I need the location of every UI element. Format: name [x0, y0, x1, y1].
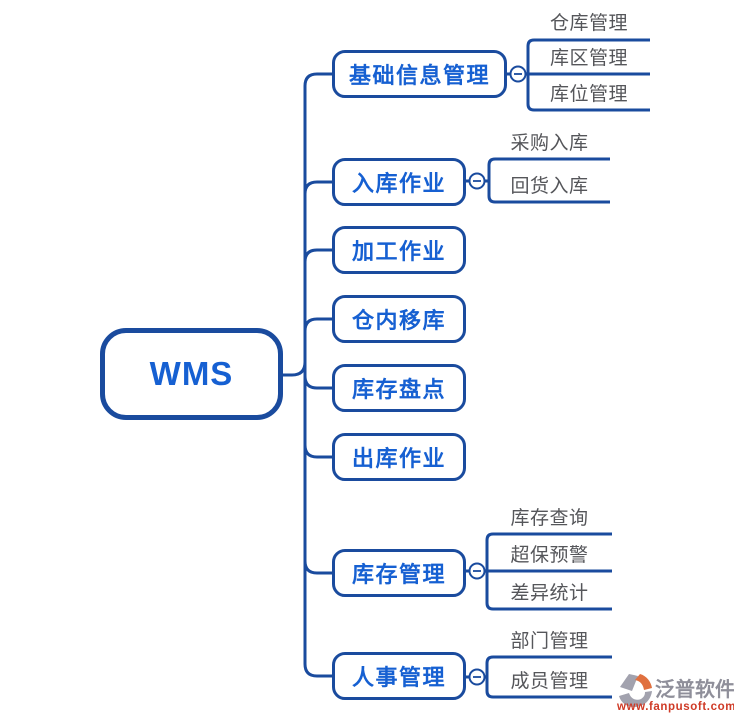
branch-node-hr[interactable]: 人事管理	[332, 652, 466, 700]
branch-elbow	[303, 560, 332, 575]
child-node-expiry-warning[interactable]: 超保预警	[510, 545, 589, 566]
root-node-wms[interactable]: WMS	[100, 328, 283, 420]
child-node-location-mgmt[interactable]: 库位管理	[549, 84, 628, 105]
branch-elbow	[303, 375, 332, 390]
root-connector	[283, 361, 307, 377]
fanpu-logo-brand-text: 泛普软件	[655, 679, 734, 701]
branch-elbow	[303, 444, 332, 459]
fanpu-logo: 泛普软件 www.fanpusoft.com	[617, 671, 734, 715]
child-node-zone-mgmt[interactable]: 库区管理	[549, 48, 628, 69]
child-node-return-inbound[interactable]: 回货入库	[510, 176, 589, 197]
child-bracket	[485, 655, 612, 699]
child-bracket	[487, 157, 610, 204]
child-bracket	[526, 38, 650, 112]
branch-node-transfer[interactable]: 仓内移库	[332, 295, 466, 343]
branch-elbow	[303, 180, 332, 195]
child-node-warehouse-mgmt[interactable]: 仓库管理	[549, 13, 628, 34]
collapse-icon-hr[interactable]	[468, 668, 486, 686]
branch-node-processing[interactable]: 加工作业	[332, 226, 466, 274]
branch-node-stocktake[interactable]: 库存盘点	[332, 364, 466, 412]
fanpu-logo-icon	[619, 674, 652, 707]
branch-node-inventory[interactable]: 库存管理	[332, 549, 466, 597]
child-node-purchase-inbound[interactable]: 采购入库	[510, 133, 589, 154]
collapse-icon-inbound[interactable]	[468, 172, 486, 190]
child-node-diff-statistics[interactable]: 差异统计	[510, 583, 589, 604]
child-node-department-mgmt[interactable]: 部门管理	[510, 631, 589, 652]
collapse-icon-inventory[interactable]	[468, 562, 486, 580]
branch-elbow	[303, 663, 332, 678]
child-node-stock-query[interactable]: 库存查询	[510, 508, 589, 529]
branch-node-basic-info[interactable]: 基础信息管理	[332, 50, 507, 98]
child-node-member-mgmt[interactable]: 成员管理	[510, 671, 589, 692]
branch-elbow	[303, 317, 332, 332]
branch-elbow	[303, 248, 332, 263]
branch-elbow	[303, 72, 332, 87]
branch-node-inbound[interactable]: 入库作业	[332, 158, 466, 206]
branch-node-outbound[interactable]: 出库作业	[332, 433, 466, 481]
child-bracket	[485, 532, 612, 611]
collapse-icon-basic-info[interactable]	[509, 65, 527, 83]
fanpu-logo-url-text: www.fanpusoft.com	[617, 701, 734, 713]
